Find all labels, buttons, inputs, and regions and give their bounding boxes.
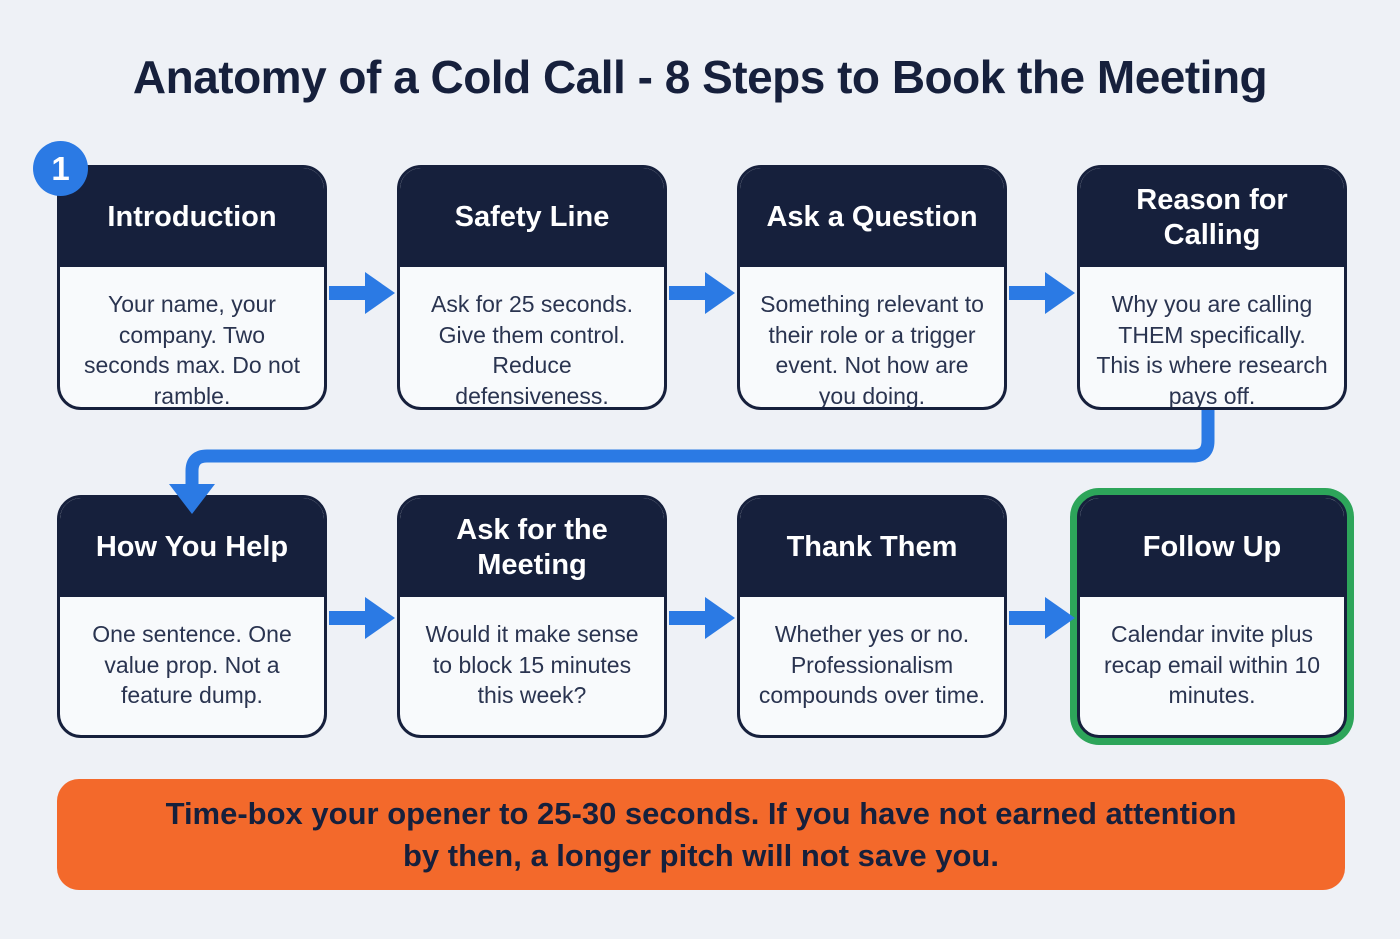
step-description: Calendar invite plus recap email within …	[1103, 621, 1321, 709]
step-description: Would it make sense to block 15 minutes …	[425, 621, 639, 709]
arrow-right-icon	[669, 597, 735, 639]
step-title: How You Help	[60, 498, 324, 597]
arrow-right-icon	[329, 597, 395, 639]
arrow-right-icon	[669, 272, 735, 314]
step-card-how-you-help: How You Help One sentence. One value pro…	[57, 495, 327, 738]
step-title: Thank Them	[740, 498, 1004, 597]
step-card-ask-for-the-meeting: Ask for the Meeting Would it make sense …	[397, 495, 667, 738]
step-title: Introduction	[60, 168, 324, 267]
step-card-reason-for-calling: Reason for Calling Why you are calling T…	[1077, 165, 1347, 410]
arrow-right-icon	[329, 272, 395, 314]
footer-text: Time-box your opener to 25-30 seconds. I…	[165, 795, 1237, 873]
footer-banner: Time-box your opener to 25-30 seconds. I…	[57, 779, 1345, 890]
step-description: Your name, your company. Two seconds max…	[83, 291, 301, 409]
step-title: Safety Line	[400, 168, 664, 267]
step-card-follow-up: Follow Up Calendar invite plus recap ema…	[1077, 495, 1347, 738]
step-card-introduction: Introduction Your name, your company. Tw…	[57, 165, 327, 410]
step-description: Ask for 25 seconds. Give them control. R…	[431, 291, 633, 409]
page-title: Anatomy of a Cold Call - 8 Steps to Book…	[132, 51, 1268, 103]
step-card-thank-them: Thank Them Whether yes or no. Profession…	[737, 495, 1007, 738]
step-title: Reason for Calling	[1080, 168, 1344, 267]
step-title: Ask for the Meeting	[400, 498, 664, 597]
step-title: Ask a Question	[740, 168, 1004, 267]
step-description: Something relevant to their role or a tr…	[760, 291, 984, 409]
step-description: Why you are calling THEM specifically. T…	[1096, 291, 1328, 409]
step-description: Whether yes or no. Professionalism compo…	[758, 621, 986, 709]
step-card-ask-a-question: Ask a Question Something relevant to the…	[737, 165, 1007, 410]
arrow-right-icon	[1009, 597, 1075, 639]
step-title: Follow Up	[1080, 498, 1344, 597]
step-card-safety-line: Safety Line Ask for 25 seconds. Give the…	[397, 165, 667, 410]
step-description: One sentence. One value prop. Not a feat…	[92, 621, 292, 709]
arrow-right-icon	[1009, 272, 1075, 314]
step-number-badge: 1	[33, 141, 88, 196]
